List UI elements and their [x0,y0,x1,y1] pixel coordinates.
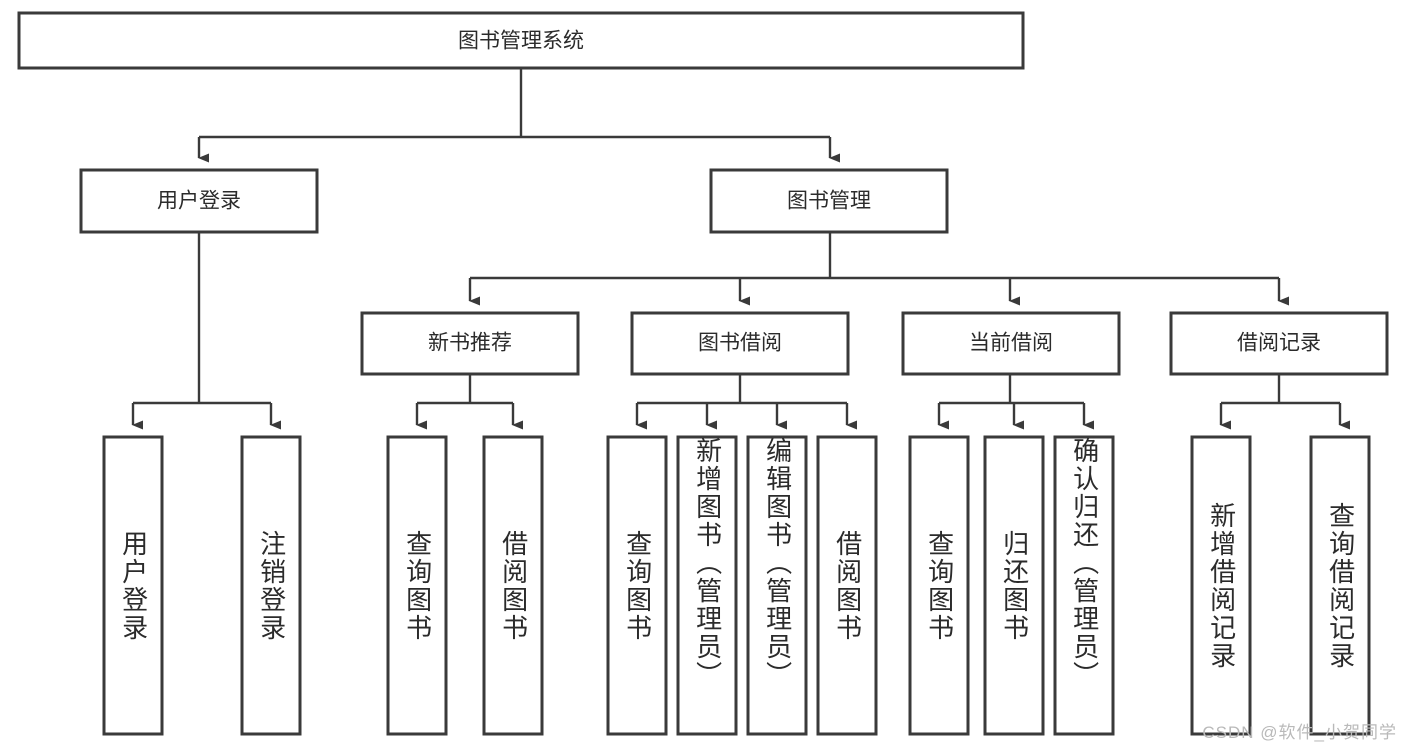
node-new-book-recommend-label: 新书推荐 [428,332,512,355]
connector-new-book-to-leaves [415,374,523,430]
leaf-box-borrow-book-1[interactable] [482,435,544,736]
connector-current-borrow-to-leaves [937,374,1094,430]
leaf-box-return-book[interactable] [983,435,1045,736]
leaf-box-query-record[interactable] [1309,435,1371,736]
node-book-borrow[interactable]: 图书借阅 [630,311,850,376]
leaf-box-add-record[interactable] [1190,435,1252,736]
leaf-box-user-login[interactable] [102,435,164,736]
leaf-box-edit-book[interactable] [746,435,808,736]
node-book-borrow-label: 图书借阅 [698,332,782,355]
leaf-boxes [102,435,1371,736]
leaf-box-query-book-2[interactable] [606,435,668,736]
leaf-box-query-book-1[interactable] [386,435,448,736]
connector-user-login-to-leaves [131,232,281,430]
leaf-box-add-book[interactable] [676,435,738,736]
leaf-box-confirm-return[interactable] [1053,435,1115,736]
connector-book-manage-to-level3 [468,232,1289,306]
connector-borrow-to-leaves [635,374,857,430]
watermark: CSDN @软件_小贺同学 [1202,723,1397,742]
leaf-box-query-book-3[interactable] [908,435,970,736]
node-root-label: 图书管理系统 [458,30,584,53]
node-borrow-record[interactable]: 借阅记录 [1169,311,1389,376]
leaf-box-borrow-book-2[interactable] [816,435,878,736]
node-book-manage[interactable]: 图书管理 [709,168,949,234]
node-book-manage-label: 图书管理 [787,190,871,213]
connector-borrow-record-to-leaves [1219,374,1350,430]
connector-root-to-level2 [197,68,840,163]
node-current-borrow[interactable]: 当前借阅 [901,311,1121,376]
node-current-borrow-label: 当前借阅 [969,332,1053,355]
node-borrow-record-label: 借阅记录 [1237,332,1321,355]
node-user-login[interactable]: 用户登录 [79,168,319,234]
node-root[interactable]: 图书管理系统 [17,11,1025,70]
node-new-book-recommend[interactable]: 新书推荐 [360,311,580,376]
leaf-box-logout[interactable] [240,435,302,736]
node-user-login-label: 用户登录 [157,190,241,213]
